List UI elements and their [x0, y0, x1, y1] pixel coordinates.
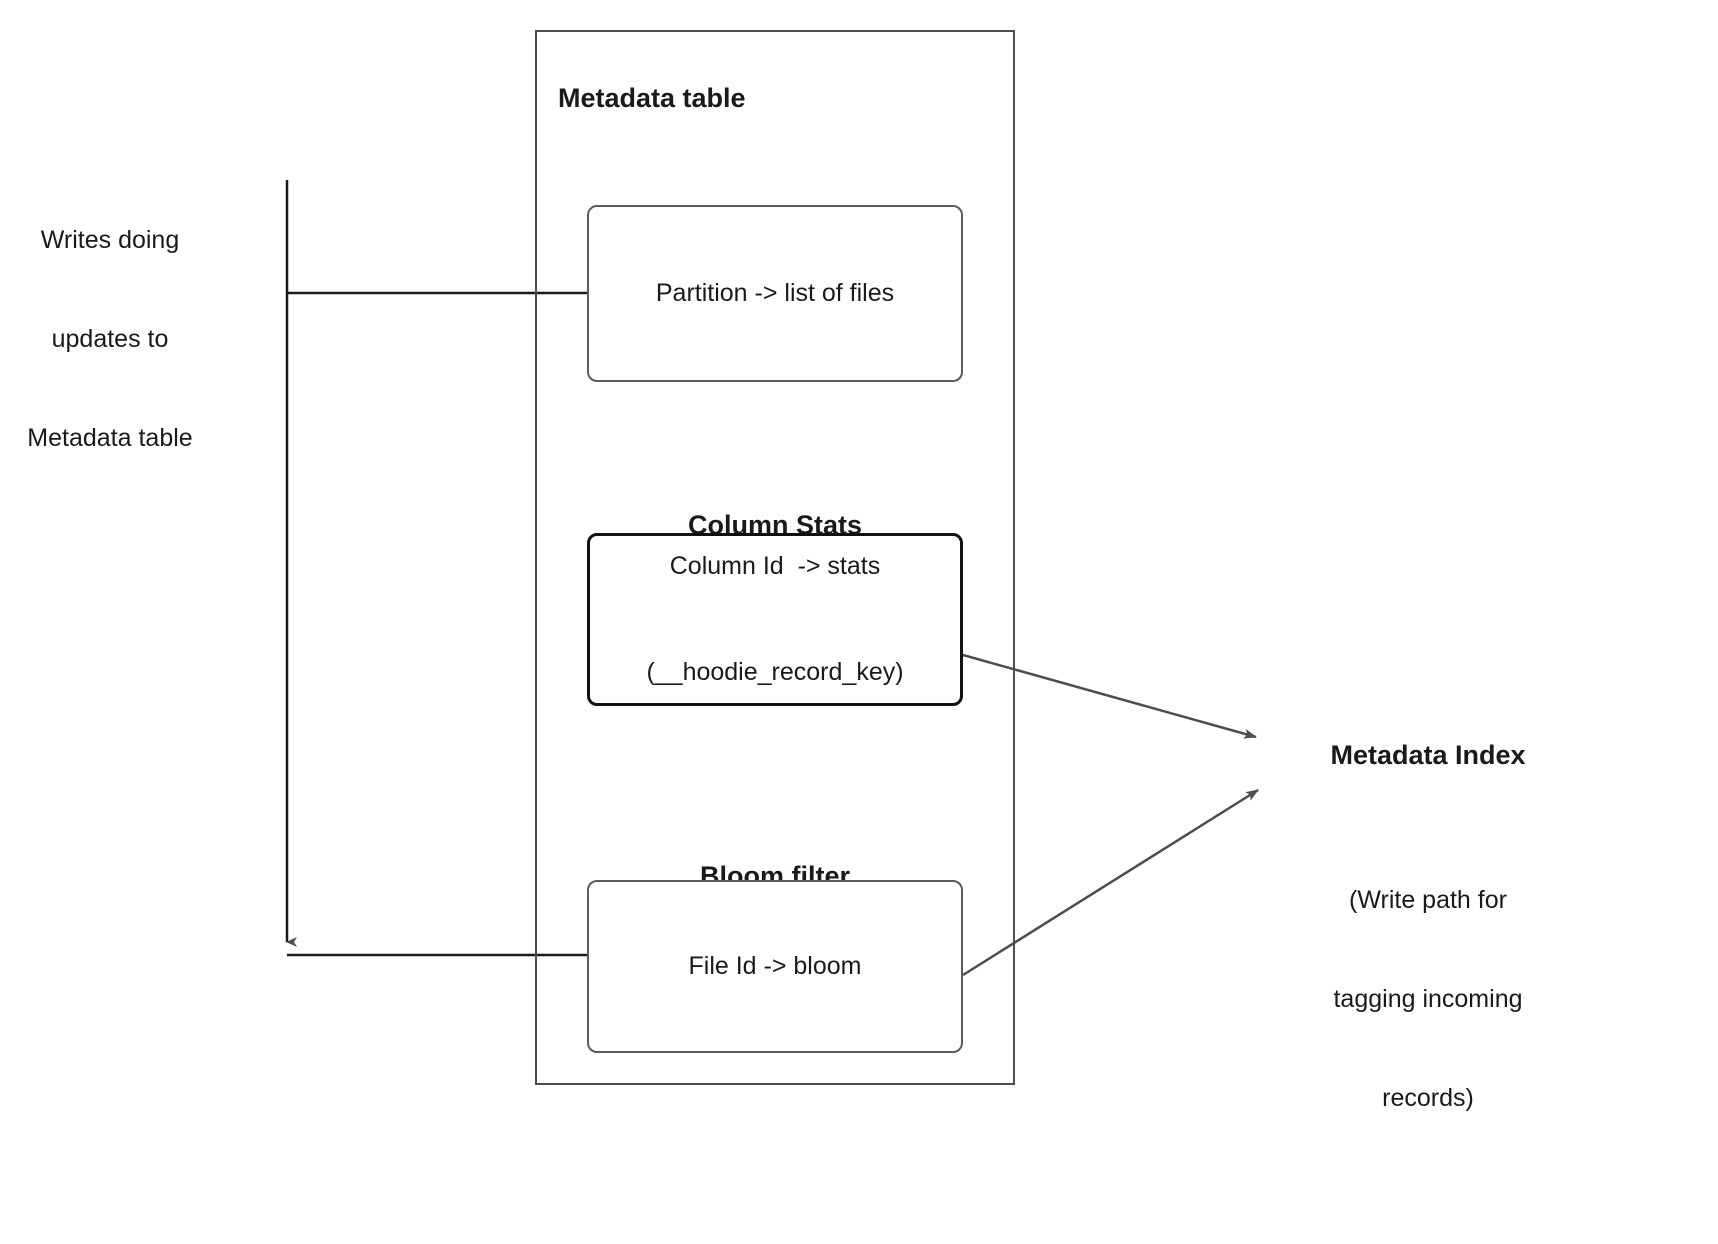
column-stats-mapping: Column Id -> stats — [669, 551, 881, 580]
metadata-index-note-line-2: tagging incoming — [1333, 985, 1523, 1013]
metadata-table-title: Metadata table — [558, 83, 746, 113]
writes-annotation: Writes doing updates to Metadata table — [10, 158, 210, 521]
column-stats-box-text: Column Id -> stats (__hoodie_record_key) — [646, 478, 903, 762]
bloom-filter-box-text: File Id -> bloom — [689, 878, 862, 1056]
bloom-filter-box: File Id -> bloom — [587, 880, 963, 1053]
column-stats-key-note: (__hoodie_record_key) — [646, 658, 904, 686]
files-partition-box: Partition -> list of files — [587, 205, 963, 382]
metadata-index-note-line-1: (Write path for — [1349, 886, 1507, 914]
metadata-index-note: (Write path for tagging incoming records… — [1298, 818, 1558, 1181]
writes-annotation-line-1: Writes doing — [40, 226, 180, 254]
metadata-index-title: Metadata Index — [1330, 740, 1526, 770]
files-partition-mapping: Partition -> list of files — [655, 278, 895, 307]
metadata-table-container — [535, 30, 1015, 1085]
column-stats-box: Column Id -> stats (__hoodie_record_key) — [587, 533, 963, 706]
writes-annotation-line-3: Metadata table — [27, 424, 193, 452]
writes-annotation-line-2: updates to — [51, 325, 169, 353]
files-partition-box-text: Partition -> list of files — [656, 205, 894, 383]
metadata-index-note-line-3: records) — [1382, 1084, 1474, 1112]
bloom-filter-mapping: File Id -> bloom — [688, 951, 862, 980]
